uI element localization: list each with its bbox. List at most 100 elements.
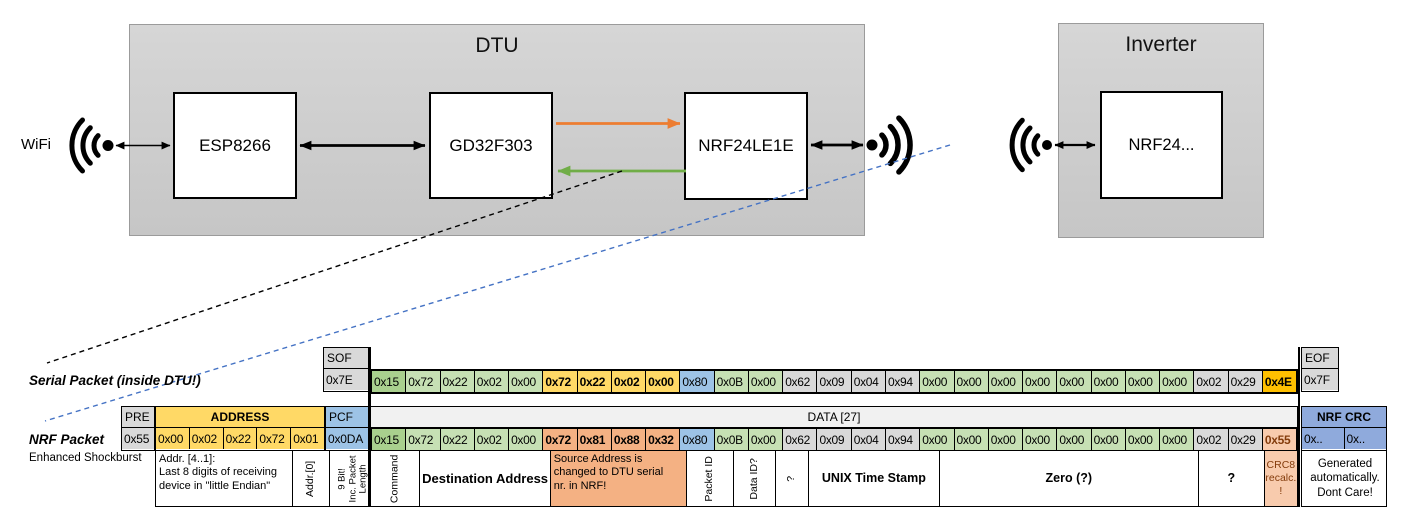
data-section-header: DATA [27] [370, 406, 1298, 428]
annotation-cell: Zero (?) [938, 451, 1199, 506]
nrf-packet-label: NRF Packet [29, 432, 105, 447]
byte-cell: 0x02 [1193, 371, 1228, 392]
annotation-cell: ? [1198, 451, 1264, 506]
pcf-value: 0x0DA [326, 428, 369, 449]
byte-cell: 0x55 [1261, 429, 1297, 450]
byte-cell: 0x80 [679, 429, 714, 450]
byte-cell: 0x0B [713, 371, 748, 392]
annotation-cell: 9 Bit! Inc. Packet Length [329, 451, 377, 506]
byte-cell: 0x00 [645, 371, 680, 392]
byte-cell: 0x04 [850, 429, 885, 450]
eof-value: 0x7F [1302, 369, 1338, 390]
byte-cell: 0x00 [1056, 371, 1091, 392]
byte-cell: 0x00 [953, 371, 988, 392]
value-cell: 0x.. [1343, 428, 1386, 449]
left-connector-line [368, 347, 371, 507]
nrf-crc-header: NRF CRC [1302, 407, 1386, 428]
sof-header: SOF [324, 348, 369, 369]
annotation-cell: CRC8 recalc. ! [1263, 451, 1297, 506]
sof-value: 0x7E [324, 369, 369, 390]
byte-cell: 0x72 [542, 429, 577, 450]
enhanced-shockburst-label: Enhanced Shockburst [29, 452, 142, 464]
sof-cell: SOF 0x7E [323, 347, 370, 392]
dtu-title: DTU [475, 34, 519, 57]
annotation-text: Source Address is changed to DTU serial … [553, 453, 664, 492]
address-annotations: Addr. [4..1]: Last 8 digits of receiving… [155, 450, 370, 507]
right-connector-line [1297, 347, 1300, 507]
annotation-cell: Addr.[0] [292, 451, 329, 506]
annotation-text: 9 Bit! Inc. Packet Length [336, 455, 370, 502]
value-cell: 0x01 [290, 428, 324, 449]
value-cell: 0x72 [256, 428, 291, 449]
byte-cell: 0x22 [439, 371, 474, 392]
byte-cell: 0x09 [816, 429, 851, 450]
inverter-group-box: Inverter [1058, 23, 1264, 238]
value-cell: 0x.. [1302, 428, 1344, 449]
annotation-text: UNIX Time Stamp [821, 470, 926, 485]
byte-cell: 0x00 [1022, 371, 1057, 392]
annotation-cell: Generated automatically. Dont Care! [1302, 451, 1388, 506]
byte-cell: 0x22 [576, 371, 611, 392]
byte-cell: 0x81 [576, 429, 611, 450]
pcf-cell: PCF 0x0DA [325, 406, 370, 451]
annotation-cell: UNIX Time Stamp [808, 451, 938, 506]
annotation-text: ? [1227, 470, 1236, 485]
esp8266-box: ESP8266 [173, 92, 297, 199]
inverter-nrf24-box: NRF24... [1100, 91, 1223, 199]
wifi-label: WiFi [21, 136, 51, 153]
byte-cell: 0x72 [405, 429, 440, 450]
byte-cell: 0x15 [372, 371, 406, 392]
annotation-text: Generated automatically. Dont Care! [1310, 458, 1380, 499]
eof-cell: EOF 0x7F [1301, 347, 1339, 392]
annotation-text: CRC8 recalc. ! [1265, 459, 1297, 497]
byte-cell: 0x04 [850, 371, 885, 392]
nrf-crc-values-row: 0x..0x.. [1302, 428, 1386, 449]
value-cell: 0x22 [222, 428, 257, 449]
byte-cell: 0x00 [747, 429, 783, 450]
byte-cell: 0x88 [610, 429, 646, 450]
byte-cell: 0x00 [1056, 429, 1091, 450]
byte-cell: 0x00 [747, 371, 783, 392]
byte-cell: 0x29 [1227, 429, 1262, 450]
pre-value: 0x55 [122, 428, 154, 449]
byte-cell: 0x09 [816, 371, 851, 392]
byte-cell: 0x00 [987, 429, 1023, 450]
crc-annotations: Generated automatically. Dont Care! [1301, 450, 1387, 507]
byte-cell: 0x00 [953, 429, 988, 450]
byte-cell: 0x0B [713, 429, 748, 450]
annotation-cell: Command [371, 451, 419, 506]
pcf-header: PCF [326, 407, 369, 428]
byte-cell: 0x94 [884, 429, 920, 450]
byte-cell: 0x02 [1193, 429, 1228, 450]
wifi-icon [866, 115, 913, 175]
byte-cell: 0x00 [919, 371, 954, 392]
annotation-text: Addr.[0] [304, 460, 317, 497]
byte-cell: 0x62 [782, 371, 817, 392]
byte-cell: 0x00 [987, 371, 1023, 392]
byte-cell: 0x4E [1261, 371, 1297, 392]
byte-cell: 0x00 [1124, 371, 1160, 392]
inverter-title: Inverter [1125, 33, 1197, 56]
serial-packet-label: Serial Packet (inside DTU!) [29, 373, 201, 388]
annotation-text: Zero (?) [1045, 470, 1093, 485]
byte-cell: 0x02 [610, 371, 646, 392]
byte-cell: 0x72 [542, 371, 577, 392]
byte-cell: 0x15 [372, 429, 406, 450]
annotation-cell: Packet ID [685, 451, 733, 506]
byte-cell: 0x00 [508, 371, 543, 392]
byte-cell: 0x00 [1090, 371, 1125, 392]
byte-cell: 0x00 [919, 429, 954, 450]
annotation-cell: Destination Address [419, 451, 549, 506]
byte-cell: 0x72 [405, 371, 440, 392]
byte-cell: 0x00 [1159, 371, 1194, 392]
byte-cell: 0x00 [1090, 429, 1125, 450]
annotation-cell: Data ID? [732, 451, 775, 506]
byte-cell: 0x00 [1159, 429, 1194, 450]
gd32f303-box: GD32F303 [429, 92, 553, 199]
annotation-text: ? [785, 475, 798, 482]
byte-cell: 0x94 [884, 371, 920, 392]
